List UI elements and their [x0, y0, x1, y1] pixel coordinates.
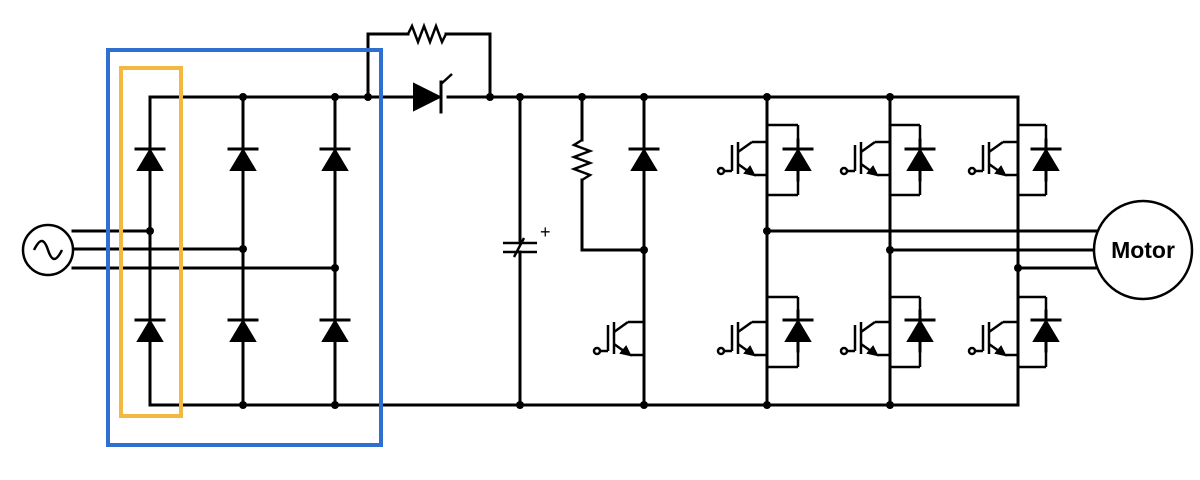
rectifier-diode-lower [319, 309, 351, 353]
inverter-diode-high [782, 138, 814, 182]
inverter-diode-high [904, 138, 936, 182]
motor-output-lines [765, 229, 1098, 270]
inverter-igbt-high [967, 140, 1007, 177]
inverter-igbt-high [716, 140, 756, 177]
precharge-resistor [406, 22, 448, 46]
rectifier-leg-1 [134, 95, 166, 407]
rectifier-bridge [134, 95, 351, 407]
ac-source [21, 223, 75, 277]
inverter-igbt-low [839, 320, 879, 357]
precharge-circuit [366, 22, 492, 114]
rectifier-highlight-box [106, 48, 383, 447]
rectifier-diode-upper [319, 138, 351, 182]
dc-link-capacitor: + [503, 95, 551, 407]
inverter-leg-1 [716, 95, 814, 407]
rectifier-leg-highlight-box [119, 66, 183, 418]
rectifier-diode-lower [134, 309, 166, 353]
precharge-thyristor [413, 73, 453, 114]
brake-igbt [592, 320, 632, 357]
rectifier-diode-lower [227, 309, 259, 353]
capacitor-polarity: + [540, 222, 551, 242]
motor-label: Motor [1111, 237, 1175, 263]
inverter-diode-low [782, 309, 814, 353]
motor: Motor [1092, 199, 1194, 301]
brake-freewheel-diode [628, 138, 660, 182]
rectifier-diode-upper [227, 138, 259, 182]
rectifier-leg-3 [319, 95, 351, 407]
brake-chopper [570, 95, 660, 407]
inverter-igbt-low [716, 320, 756, 357]
brake-resistor [570, 138, 594, 182]
junction-dots [146, 93, 1022, 409]
ac-input-lines [71, 229, 337, 270]
inverter-igbt-high [839, 140, 879, 177]
rectifier-diode-upper [134, 138, 166, 182]
inverter-igbt-low [967, 320, 1007, 357]
inverter-diode-low [904, 309, 936, 353]
inverter-diode-low [1030, 309, 1062, 353]
inverter-diode-high [1030, 138, 1062, 182]
